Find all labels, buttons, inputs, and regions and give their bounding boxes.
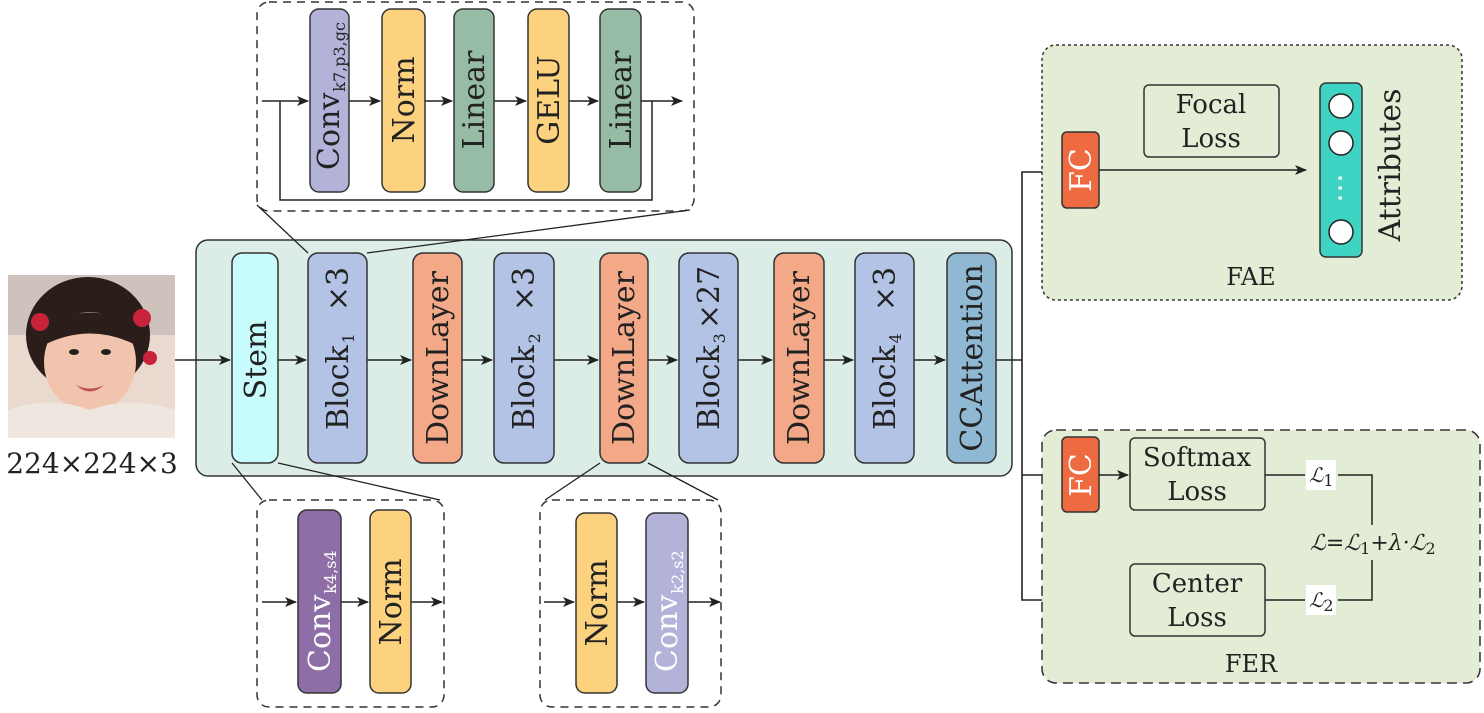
block4-label: Block4×3 <box>868 267 905 430</box>
downlayer3-box <box>773 252 825 464</box>
ccattention-label: CCAttention <box>955 264 990 451</box>
block3-box <box>678 252 739 464</box>
bd-linear2-label: Linear <box>604 50 639 149</box>
l2-label: ℒ2 <box>1309 588 1334 615</box>
downlayer2-label: DownLayer <box>607 270 642 445</box>
focal-loss-line2: Loss <box>1181 124 1241 154</box>
attribute-node-1 <box>1328 93 1354 119</box>
center-loss-line2: Loss <box>1167 603 1227 633</box>
focal-loss-line1: Focal <box>1176 90 1247 120</box>
l2-line-right <box>1338 560 1373 601</box>
fer-fc-label: FC <box>1064 453 1099 497</box>
stem-detail-panel <box>256 499 445 708</box>
block2-label: Block2×3 <box>507 267 544 430</box>
l1-line-right <box>1338 474 1373 525</box>
bd-conv-box <box>309 8 350 193</box>
focal-loss-box <box>1143 84 1280 158</box>
sd-conv-label: Convk4,s4 <box>303 550 340 672</box>
attribute-node-2 <box>1328 130 1354 156</box>
downlayer1-box <box>412 252 463 464</box>
sd-norm-label: Norm <box>374 558 409 645</box>
bd-gelu-label: GELU <box>532 55 567 144</box>
softmax-loss-line1: Softmax <box>1143 443 1252 473</box>
downlayer3-label: DownLayer <box>782 270 817 445</box>
block1-label: Block1×3 <box>321 267 358 430</box>
input-size-caption: 224×224×3 <box>6 447 178 480</box>
bd-gelu-box <box>527 8 570 193</box>
zoom-line-block-left <box>256 204 309 254</box>
zoom-line-stem-left <box>231 462 263 501</box>
downlayer2-box <box>599 252 649 464</box>
bd-norm-box <box>381 8 426 193</box>
center-loss-line1: Center <box>1152 569 1243 599</box>
sd-norm-box <box>369 509 412 694</box>
dd-conv-label: Convk2,s2 <box>650 550 687 672</box>
zoom-line-down-right <box>647 462 719 501</box>
block4-box <box>854 252 915 464</box>
bd-linear1-box <box>453 8 495 193</box>
attributes-vector <box>1319 82 1363 258</box>
bd-conv-label: Convk7,p3,gc <box>312 22 349 170</box>
dd-conv-box <box>645 512 689 694</box>
downlayer1-label: DownLayer <box>421 270 456 445</box>
stem-box <box>231 252 279 464</box>
ccattention-box <box>946 252 997 464</box>
residual-path <box>279 101 653 201</box>
sd-conv-box <box>297 509 342 694</box>
input-image <box>8 275 175 438</box>
block3-label: Block3×27 <box>692 266 729 430</box>
fae-fc-label: FC <box>1064 148 1099 192</box>
total-loss-formula: ℒ=ℒ1+λ·ℒ2 <box>1310 531 1436 558</box>
downlayer-detail-panel <box>539 499 722 708</box>
dd-norm-label: Norm <box>580 559 615 646</box>
bd-norm-label: Norm <box>387 56 422 143</box>
fae-title: FAE <box>1226 263 1275 291</box>
block1-box <box>307 252 368 464</box>
softmax-loss-line2: Loss <box>1167 477 1227 507</box>
attribute-ellipsis: ⋯ <box>1323 173 1358 203</box>
l1-label-bg <box>1306 460 1336 490</box>
softmax-loss-box <box>1129 437 1266 511</box>
l1-label: ℒ1 <box>1309 463 1334 490</box>
fer-title: FER <box>1225 650 1278 678</box>
block2-box <box>493 252 555 464</box>
block-detail-panel <box>256 1 695 212</box>
zoom-line-block-right <box>366 209 691 254</box>
attributes-label: Attributes <box>1373 89 1408 243</box>
bd-linear1-label: Linear <box>457 50 492 149</box>
attribute-node-n <box>1328 219 1354 245</box>
bd-linear2-box <box>599 8 642 193</box>
dd-norm-box <box>575 512 618 694</box>
zoom-line-stem-right <box>277 462 441 501</box>
zoom-line-down-left <box>544 462 601 501</box>
l2-label-bg <box>1306 585 1336 615</box>
stem-label: Stem <box>239 321 274 400</box>
